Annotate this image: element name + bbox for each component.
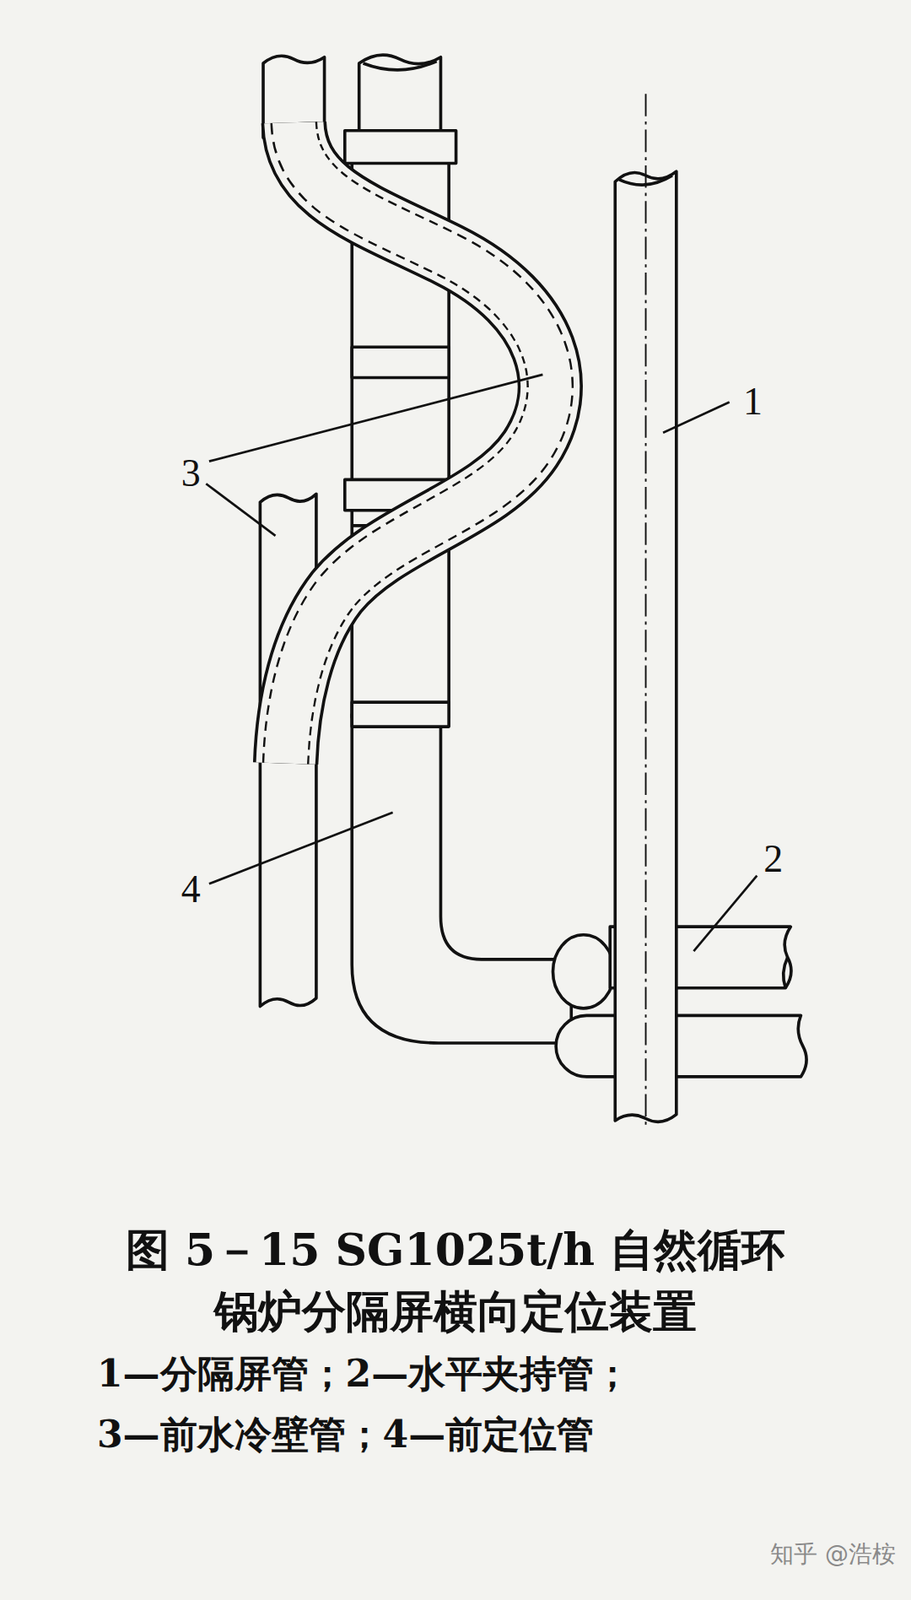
callout-number: 2 bbox=[763, 836, 783, 882]
pipe-band bbox=[351, 701, 449, 727]
center-line bbox=[645, 93, 647, 1127]
callout-number: 3 bbox=[181, 451, 201, 496]
key-line: 3—前水冷壁管；4—前定位管 bbox=[97, 1412, 594, 1456]
key-line: 1—分隔屏管；2—水平夹持管； bbox=[97, 1352, 631, 1396]
central-pipe bbox=[359, 54, 442, 135]
watermark: 知乎 @浩桉 bbox=[770, 1540, 896, 1568]
pipe-band bbox=[351, 346, 449, 378]
callout-number: 4 bbox=[181, 867, 201, 912]
positioning-pipe bbox=[351, 714, 572, 1043]
leader-line bbox=[663, 402, 730, 433]
leader-line bbox=[209, 812, 394, 885]
leaders bbox=[205, 374, 757, 951]
leader-line bbox=[693, 875, 757, 951]
pipe-end bbox=[783, 956, 788, 987]
pipe-end bbox=[363, 61, 437, 71]
clamp-tube bbox=[555, 1014, 807, 1077]
leader-line bbox=[205, 483, 275, 536]
s-bend-tube bbox=[285, 122, 551, 764]
drawing-group bbox=[205, 54, 807, 1127]
pipe-collar bbox=[344, 130, 457, 164]
saddle bbox=[552, 934, 615, 1009]
leader-line bbox=[209, 374, 543, 462]
callout-number: 1 bbox=[743, 379, 763, 425]
figure-caption: 图 5－15 SG1025t/h 自然循环 锅炉分隔屏横向定位装置 bbox=[50, 1218, 861, 1343]
